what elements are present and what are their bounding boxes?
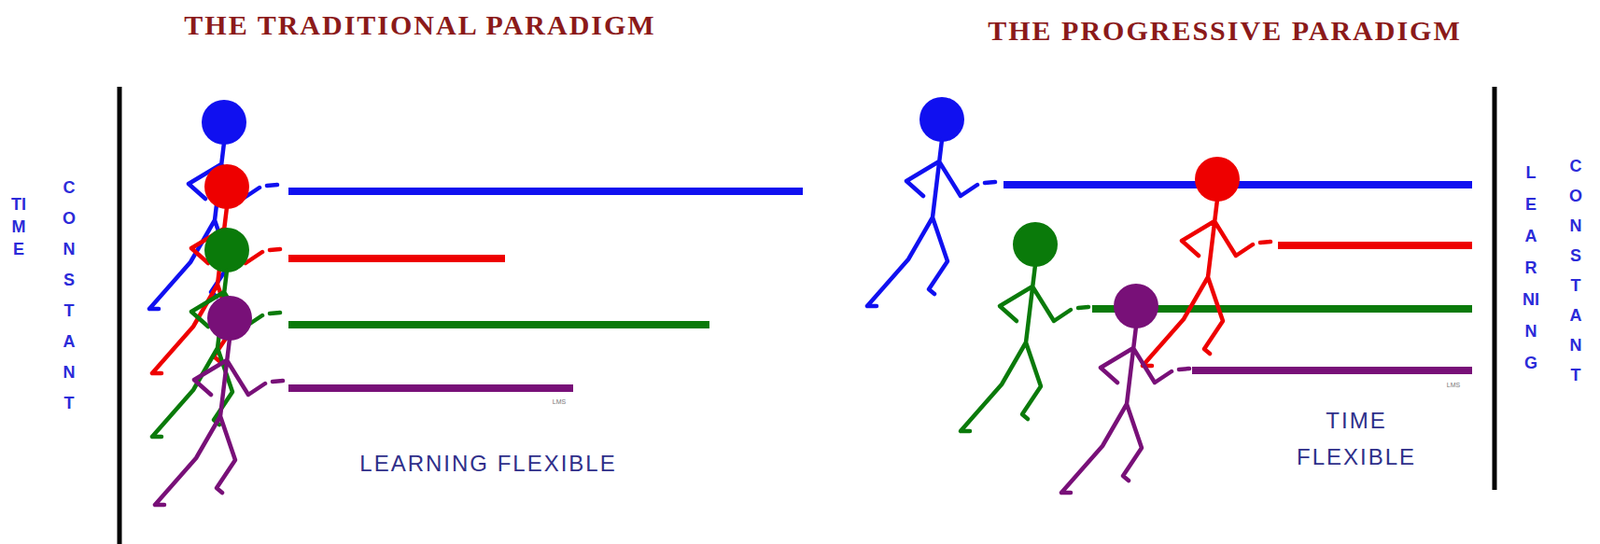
axis-label: TIME: [10, 193, 28, 261]
progress-line: [1192, 366, 1473, 375]
progress-line: [288, 321, 710, 329]
runner-figure: [867, 97, 996, 307]
axis-label: LEARNING: [1522, 156, 1540, 379]
progress-line: [288, 187, 803, 196]
axis-caption: LEARNING FLEXIBLE: [359, 450, 617, 478]
axis-bar: [1492, 86, 1498, 491]
axis-bar: [117, 86, 123, 544]
watermark: LMS: [552, 398, 566, 406]
paradigm-title: THE TRADITIONAL PARADIGM: [183, 9, 656, 42]
axis-label: CONSTANT: [60, 172, 78, 420]
runner-figure: [154, 295, 283, 506]
runner-figure: [1061, 283, 1190, 493]
runner-figure: [960, 222, 1089, 432]
axis-label: CONSTANT: [1567, 151, 1585, 391]
watermark: LMS: [1446, 381, 1460, 389]
progress-line: [1277, 241, 1473, 250]
axis-caption: TIME FLEXIBLE: [1291, 402, 1422, 476]
progress-line: [288, 384, 574, 393]
runner-figure: [1142, 156, 1271, 366]
paradigm-title: THE PROGRESSIVE PARADIGM: [987, 14, 1462, 47]
progress-line: [288, 254, 506, 263]
